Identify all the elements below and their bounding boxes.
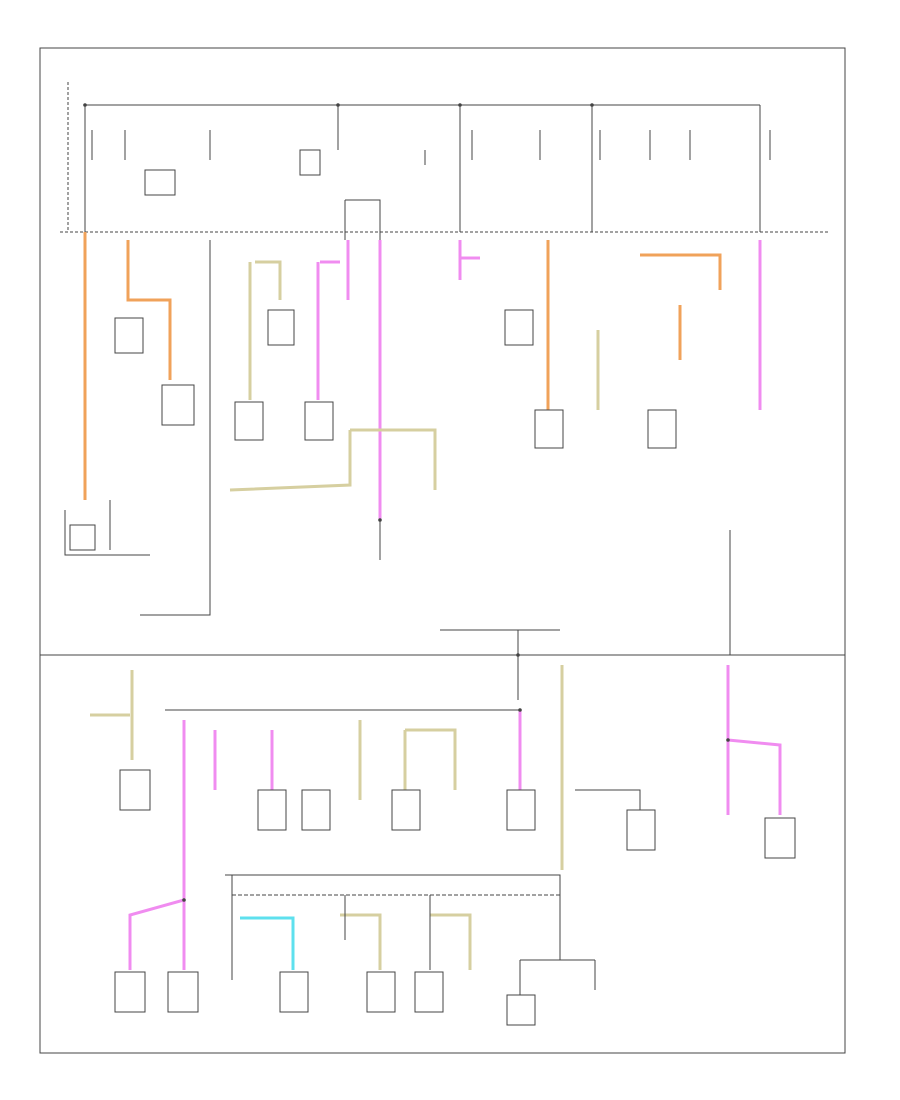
upper-components [69, 309, 677, 551]
upper-feeds [64, 232, 762, 616]
middle-bus [40, 520, 845, 700]
diagram-frame [39, 47, 846, 1054]
fuse-group [91, 130, 771, 240]
junction-dots [83, 103, 730, 902]
lower-components [114, 769, 796, 1026]
lower-feeds [90, 665, 782, 995]
fuse-box [60, 82, 830, 233]
